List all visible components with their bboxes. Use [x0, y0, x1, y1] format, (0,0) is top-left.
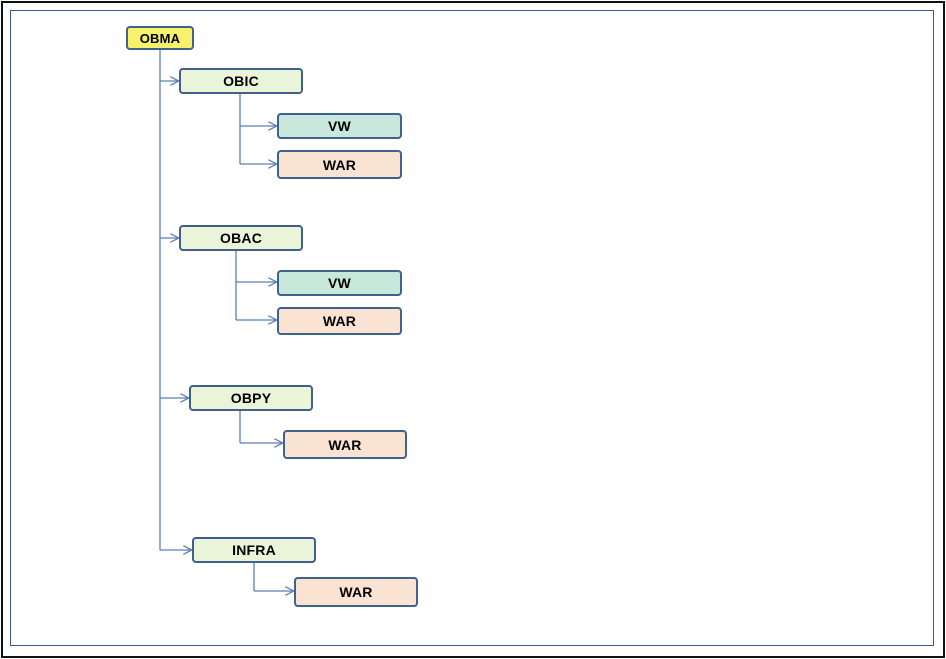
node-obic[interactable]: OBIC: [179, 68, 303, 94]
node-infra-war[interactable]: WAR: [294, 577, 418, 607]
node-obic-vw-label: VW: [328, 118, 351, 134]
node-obma[interactable]: OBMA: [126, 26, 194, 50]
node-infra-label: INFRA: [232, 542, 276, 558]
node-obac-war[interactable]: WAR: [277, 307, 402, 335]
node-obac-vw[interactable]: VW: [277, 270, 402, 296]
node-obic-war-label: WAR: [322, 156, 357, 173]
diagram-canvas: [10, 10, 934, 646]
node-obic-label: OBIC: [223, 73, 259, 89]
node-obpy-war-label: WAR: [328, 436, 362, 453]
node-infra-war-label: WAR: [339, 584, 373, 600]
node-obma-label: OBMA: [139, 30, 181, 46]
node-obac-label: OBAC: [219, 230, 263, 246]
node-obic-war[interactable]: WAR: [277, 150, 402, 179]
node-obpy[interactable]: OBPY: [189, 385, 313, 411]
node-obac[interactable]: OBAC: [179, 225, 303, 251]
node-obpy-label: OBPY: [230, 390, 272, 406]
node-infra[interactable]: INFRA: [192, 537, 316, 563]
node-obpy-war[interactable]: WAR: [283, 430, 407, 459]
node-obic-vw[interactable]: VW: [277, 113, 402, 139]
node-obac-war-label: WAR: [322, 313, 357, 329]
node-obac-vw-label: VW: [328, 275, 351, 291]
